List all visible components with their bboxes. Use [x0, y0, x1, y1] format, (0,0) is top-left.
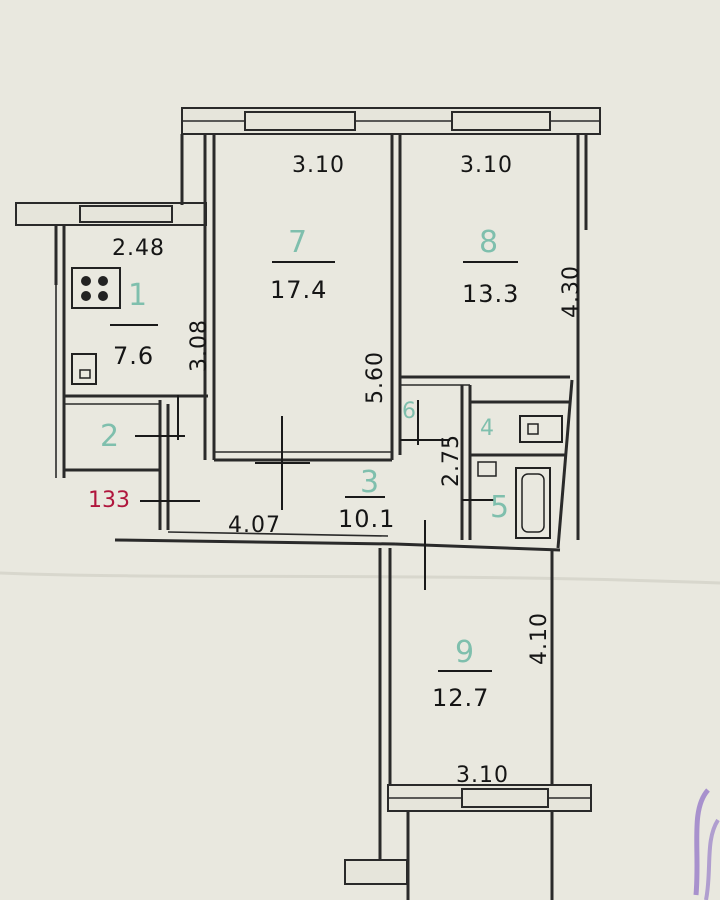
- room-1-area: 7.6: [113, 342, 154, 370]
- dimension-strokes: [110, 261, 518, 672]
- room-number-5: 5: [490, 490, 509, 525]
- room-8-length: 4.30: [559, 265, 584, 318]
- room-9-width: 3.10: [456, 763, 509, 788]
- room-3-area: 10.1: [338, 505, 395, 533]
- stamp-mark: [693, 788, 710, 896]
- toilet-icon: [477, 461, 497, 477]
- stove-icon: [71, 267, 121, 309]
- washbasin-icon: [519, 415, 563, 443]
- room-number-7: 7: [288, 225, 307, 260]
- room-number-3: 3: [360, 465, 379, 500]
- room-1-length: 3.08: [187, 319, 212, 372]
- room-1-width: 2.48: [112, 236, 165, 261]
- room-3-width: 4.07: [228, 513, 281, 538]
- room-7-area: 17.4: [270, 276, 327, 304]
- walls: [15, 107, 601, 900]
- room-number-9: 9: [455, 635, 474, 670]
- red-note-133: 133: [88, 488, 130, 513]
- room-9-area: 12.7: [432, 684, 489, 712]
- room-7-length: 5.60: [363, 351, 388, 404]
- room-number-4: 4: [480, 416, 494, 441]
- room-7-width: 3.10: [292, 153, 345, 178]
- paper-fold: [0, 571, 720, 585]
- bathtub-icon: [515, 467, 551, 539]
- room-number-2: 2: [100, 419, 119, 454]
- room-9-length: 4.10: [527, 612, 552, 665]
- sink-icon: [71, 353, 97, 385]
- room-number-8: 8: [479, 225, 498, 260]
- room-8-width: 3.10: [460, 153, 513, 178]
- room-3-length: 2.75: [439, 434, 464, 487]
- room-number-6: 6: [402, 399, 416, 424]
- room-8-area: 13.3: [462, 280, 519, 308]
- room-number-1: 1: [128, 278, 147, 313]
